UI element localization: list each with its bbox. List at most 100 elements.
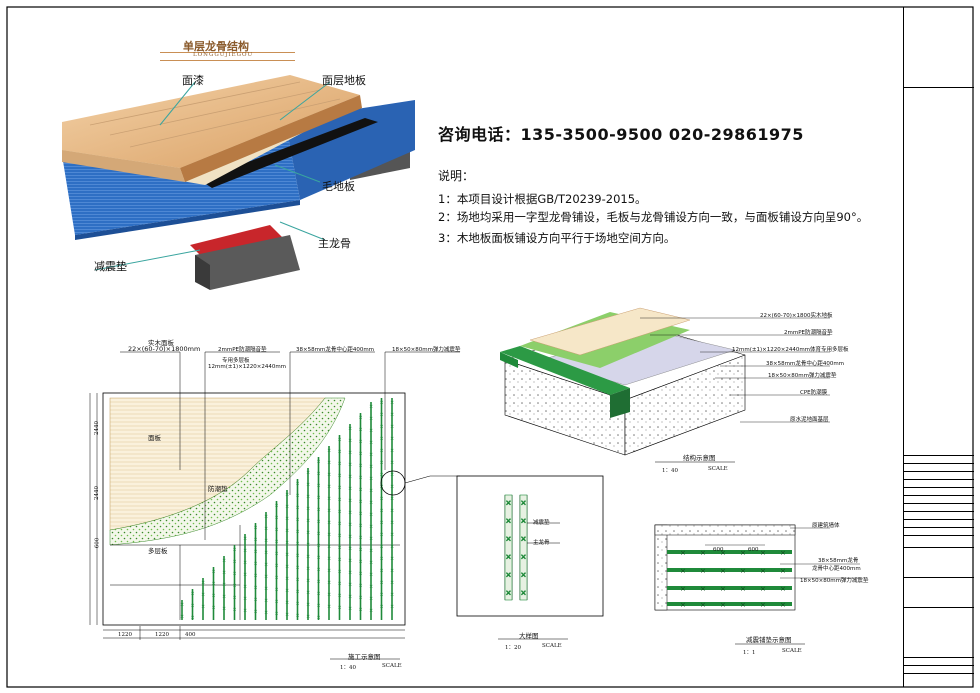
plan-pad-mark: × (390, 400, 394, 406)
plan-pad-mark: × (327, 580, 331, 586)
plan-pad-mark: × (275, 587, 279, 593)
detail-pad-mark: × (506, 589, 512, 597)
pad-label-keel2: 龙骨中心距400mm (812, 566, 861, 572)
section-label-3: 12mm(±1)×1220×2440mm体育专用多层板 (732, 347, 849, 353)
plan-pad-mark: × (285, 588, 289, 594)
section-scale: 1：40 (662, 468, 678, 474)
plan-pad-mark: × (275, 515, 279, 521)
plan-pad-mark: × (338, 545, 342, 551)
label-paint: 面漆 (182, 74, 204, 87)
plan-pad-mark: × (233, 595, 237, 601)
detail-pad-mark: × (521, 499, 527, 507)
pad-scale: 1：1 (743, 650, 756, 656)
detail-caption: 大样图 (519, 632, 539, 640)
plan-pad-mark: × (369, 524, 373, 530)
plan-pad-mark: × (338, 497, 342, 503)
plan-pad-mark: × (348, 570, 352, 576)
plan-pad-mark: × (338, 449, 342, 455)
plan-zone-pe: 防潮垫 (208, 485, 228, 493)
plan-pad-mark: × (380, 436, 384, 442)
rough-board-edge (200, 118, 378, 188)
title-block-cell (904, 87, 974, 96)
detail-pad-mark: × (521, 571, 527, 579)
pad-layout-view: ×××××××××××××××××××××××× (654, 524, 860, 645)
construction-plan: × × × × × × × × × × × × × × × × × × × × × × × × × × × × × × × × × × × × × × × ×… (89, 351, 460, 660)
plan-pad-mark: × (275, 551, 279, 557)
plan-pad-mark: × (285, 552, 289, 558)
plan-pad-mark: × (243, 548, 247, 554)
plan-pad-mark: × (348, 534, 352, 540)
plan-pad-mark: × (390, 508, 394, 514)
plan-pad-mark: × (348, 582, 352, 588)
plan-pad-mark: × (338, 437, 342, 443)
plan-pad-mark: × (369, 608, 373, 614)
plan-pad-mark: × (390, 424, 394, 430)
pad-mark: × (740, 567, 746, 575)
plan-pad-mark: × (264, 562, 268, 568)
plan-pad-mark: × (369, 572, 373, 578)
detail-pad-mark: × (521, 589, 527, 597)
plan-pad-mark: × (243, 572, 247, 578)
detail-pad-mark: × (506, 517, 512, 525)
plan-pad-mark: × (338, 473, 342, 479)
plan-pad-mark: × (306, 614, 310, 620)
pad-mark: × (680, 549, 686, 557)
plan-pad-mark: × (296, 553, 300, 559)
plan-pad-mark: × (369, 536, 373, 542)
plan-pad-mark: × (369, 476, 373, 482)
plan-pad-mark: × (359, 439, 363, 445)
plan-pad-mark: × (327, 484, 331, 490)
plan-pad-mark: × (254, 525, 258, 531)
plan-pad-mark: × (348, 498, 352, 504)
plan-scale: 1：40 (340, 665, 356, 671)
plan-pad-mark: × (306, 470, 310, 476)
plan-pad-mark: × (306, 518, 310, 524)
plan-pad-mark: × (264, 610, 268, 616)
plan-pad-mark: × (348, 462, 352, 468)
plan-pad-mark: × (317, 483, 321, 489)
pad-caption: 减震铺垫示意图 (746, 636, 792, 644)
plan-pad-mark: × (264, 514, 268, 520)
plan-pad-mark: × (390, 496, 394, 502)
detail-pad-mark: × (506, 553, 512, 561)
plan-dim-600: 600 (94, 537, 101, 549)
plan-pad-mark: × (317, 603, 321, 609)
plan-pad-mark: × (254, 549, 258, 555)
plan-pad-mark: × (369, 500, 373, 506)
title-block-cell (904, 487, 974, 496)
plan-pad-mark: × (191, 603, 195, 609)
plan-pad-mark: × (327, 568, 331, 574)
plan-pad-mark: × (327, 448, 331, 454)
plan-pad-mark: × (390, 544, 394, 550)
plan-pad-mark: × (296, 589, 300, 595)
plan-pad-mark: × (306, 530, 310, 536)
title-block-cell (904, 519, 974, 528)
plan-pad-mark: × (338, 485, 342, 491)
plan-pad-mark: × (348, 606, 352, 612)
plan-pad-mark: × (180, 602, 184, 608)
plan-pad-mark: × (254, 573, 258, 579)
plan-pad-mark: × (275, 503, 279, 509)
title-block-cell (904, 607, 974, 620)
plan-pad-mark: × (380, 532, 384, 538)
plan-pad-mark: × (359, 607, 363, 613)
detail-pad-mark: × (506, 571, 512, 579)
detail-label-keel: 主龙骨 (533, 540, 550, 546)
plan-pad-mark: × (338, 569, 342, 575)
plan-pad-mark: × (359, 427, 363, 433)
detail-scale-word: SCALE (542, 643, 562, 649)
plan-dim-2440b: 2440 (94, 486, 100, 500)
detail-pad-mark: × (521, 553, 527, 561)
iso-title-pinyin: LONGGUJIEGOU (193, 52, 254, 58)
plan-pad-mark: × (359, 487, 363, 493)
plan-pad-mark: × (285, 612, 289, 618)
plan-pad-mark: × (380, 412, 384, 418)
plan-pad-mark: × (317, 459, 321, 465)
plan-pad-mark: × (317, 579, 321, 585)
plan-pad-mark: × (233, 583, 237, 589)
title-block-cell (904, 665, 974, 674)
plan-pad-mark: × (222, 570, 226, 576)
plan-pad-mark: × (212, 605, 216, 611)
plan-dim-1220a: 1220 (118, 632, 132, 638)
plan-pad-mark: × (359, 475, 363, 481)
